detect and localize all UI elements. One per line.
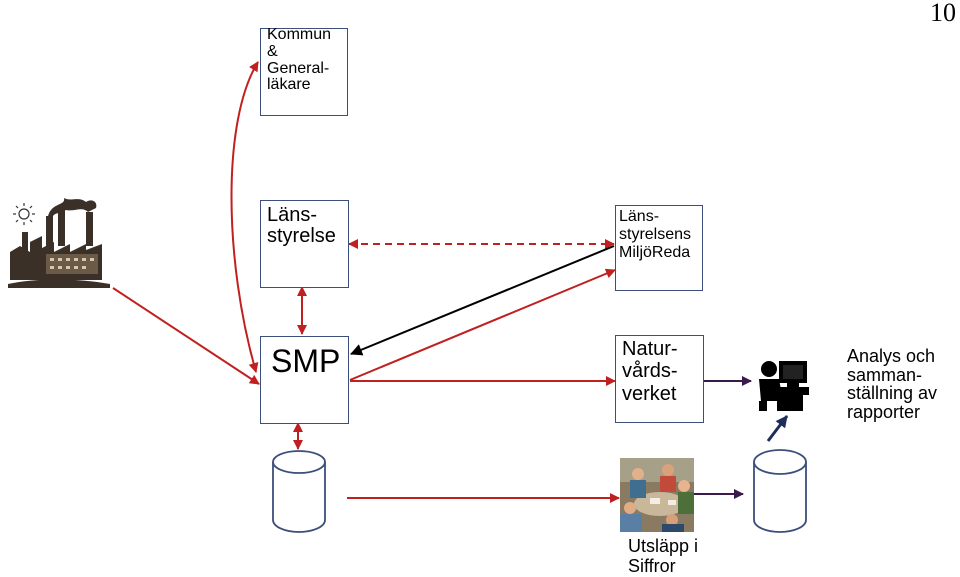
naturvardsverket-box: Natur- vårds- verket [615,335,704,423]
analys-label: Analys och samman- ställning av rapporte… [847,346,938,422]
miljoreda-label: Läns- styrelsens MiljöReda [619,208,692,261]
page-number: 10 [930,0,956,27]
utslapp-label: Utsläpp i Siffror [628,536,699,576]
smp-label: SMP [271,343,341,379]
database-icon [753,449,807,533]
arrow-miljoreda-smp [350,245,615,356]
arrow-smp-miljoreda [349,268,616,381]
factory-icon [8,198,110,288]
lansstyrelse-label: Läns- styrelse [267,204,336,247]
arrow-smp-kommun [230,61,259,373]
smp-box: SMP [260,336,349,424]
naturvardsverket-label: Natur- vårds- verket [622,338,678,405]
miljoreda-box: Läns- styrelsens MiljöReda [615,205,703,291]
kommun-box: Kommun & General- läkare [260,26,348,116]
kommun-label: Kommun & General- läkare [267,26,332,94]
arrow-database-computer [766,415,789,442]
meeting-photo-icon [620,458,694,532]
computer-user-icon [759,361,809,411]
lansstyrelse-box: Läns- styrelse [260,200,349,288]
arrow-factory-smp [112,287,260,385]
database-icon [272,450,326,533]
